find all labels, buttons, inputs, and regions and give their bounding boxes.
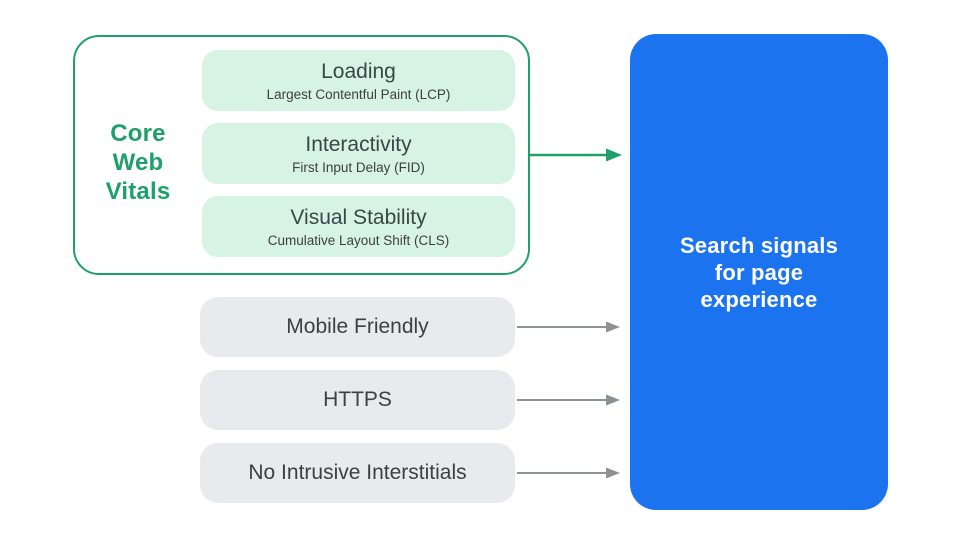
mobile-friendly-pill: Mobile Friendly <box>200 297 515 357</box>
loading-card-subtitle: Largest Contentful Paint (LCP) <box>266 86 451 102</box>
https-pill: HTTPS <box>200 370 515 430</box>
loading-card-title: Loading <box>321 59 396 83</box>
search-signals-result-label: Search signals for page experience <box>679 232 839 312</box>
core-web-vitals-arrow <box>530 148 622 162</box>
https-arrow <box>517 394 620 406</box>
visual-stability-card-subtitle: Cumulative Layout Shift (CLS) <box>267 232 450 248</box>
interactivity-card: Interactivity First Input Delay (FID) <box>202 123 515 184</box>
mobile-friendly-arrow <box>517 321 620 333</box>
search-signals-result-box: Search signals for page experience <box>630 34 888 510</box>
visual-stability-card-title: Visual Stability <box>290 205 427 229</box>
loading-card: Loading Largest Contentful Paint (LCP) <box>202 50 515 111</box>
visual-stability-card: Visual Stability Cumulative Layout Shift… <box>202 196 515 257</box>
interactivity-card-subtitle: First Input Delay (FID) <box>292 159 425 175</box>
no-intrusive-interstitials-pill: No Intrusive Interstitials <box>200 443 515 503</box>
core-web-vitals-label: Core Web Vitals <box>105 120 171 205</box>
interactivity-card-title: Interactivity <box>305 132 412 156</box>
no-intrusive-interstitials-arrow <box>517 467 620 479</box>
